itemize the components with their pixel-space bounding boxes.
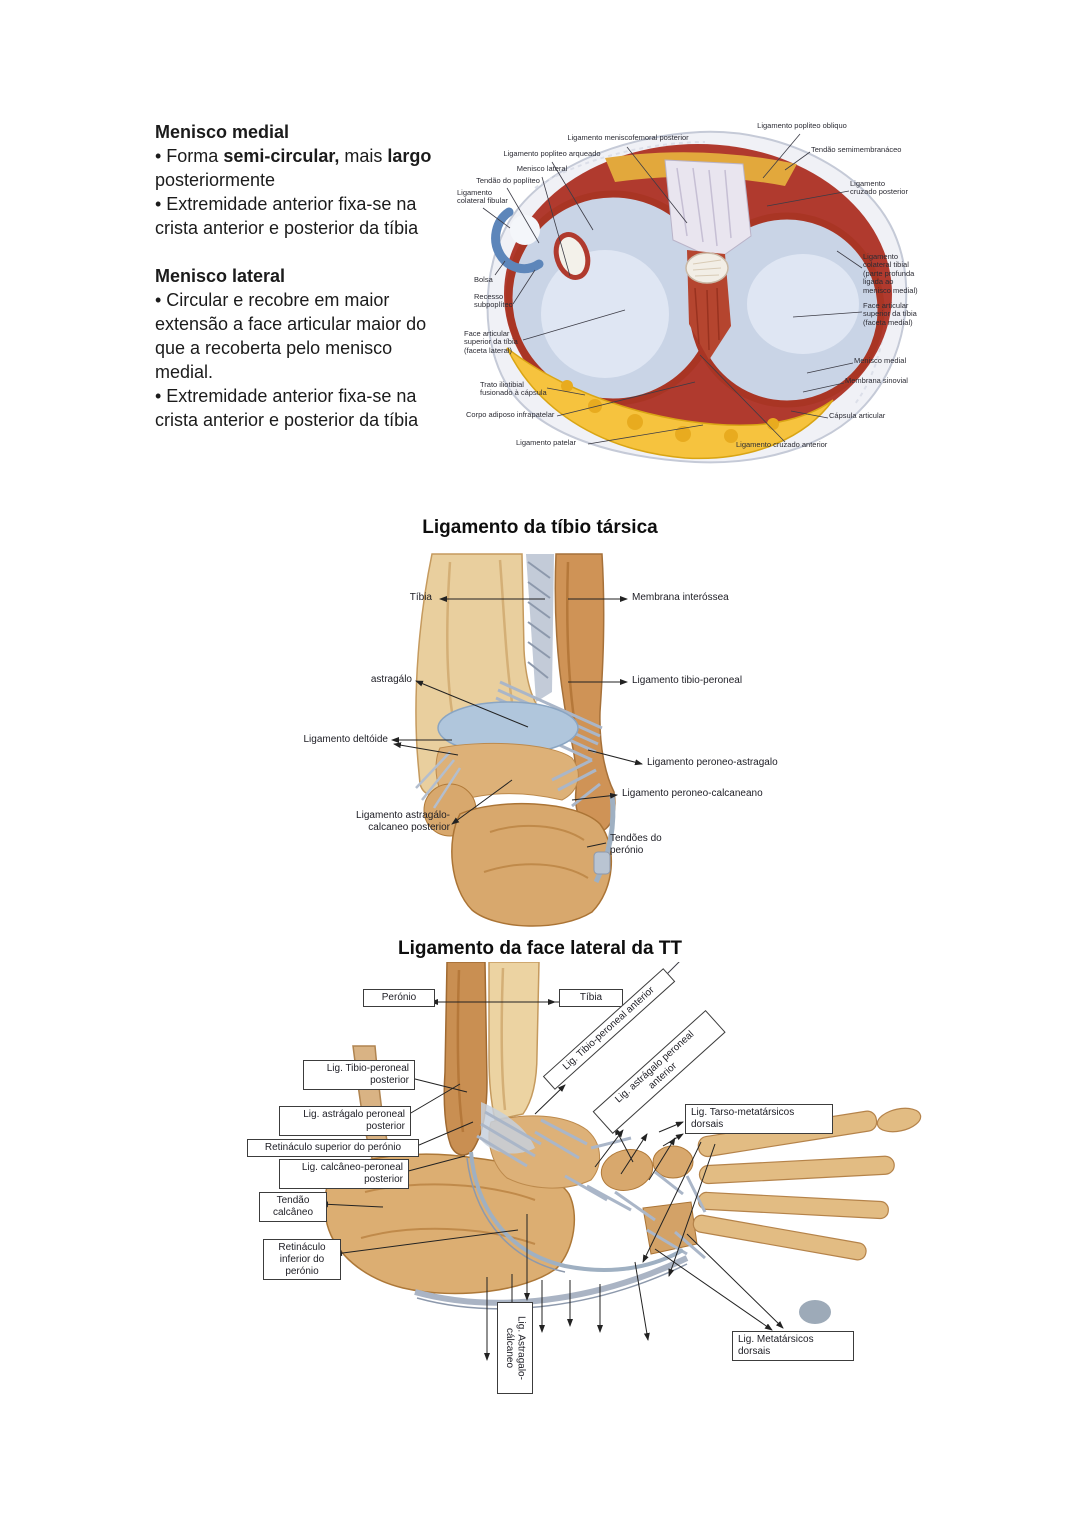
- fig-knee-label: Trato iliotibial fusionado à cápsula: [480, 380, 547, 398]
- foot-arrows: [320, 999, 784, 1361]
- fig-ankle-label: Ligamento peroneo-astragalo: [647, 757, 778, 768]
- knee-illustration: [482, 130, 908, 464]
- fig-foot-label: Retináculo inferior do perónio: [263, 1239, 341, 1281]
- fig-ankle-label: Tíbia: [409, 592, 432, 603]
- fig-ankle-label: astragálo: [370, 674, 412, 685]
- notes-bullet: • Circular e recobre em maior extensão a…: [155, 290, 427, 382]
- fig-foot-label: Retináculo superior do perónio: [247, 1139, 419, 1157]
- fig-knee-label: Ligamento colateral fibular: [457, 188, 508, 206]
- fig-ankle-label: Membrana interóssea: [632, 592, 729, 603]
- fig-knee-label: Recesso subpoplíteo: [474, 292, 513, 310]
- fig-foot-label: Lig. Metatársicos dorsais: [732, 1331, 854, 1361]
- notes-spacer: [155, 240, 455, 264]
- notes-bullet: • Forma semi-circular, mais largo poster…: [155, 146, 432, 190]
- fig-ankle-label: Ligamento deltóide: [303, 734, 388, 745]
- fig-foot-label: Lig. astrágalo peroneal posterior: [279, 1106, 411, 1136]
- ankle-arrows: [391, 596, 643, 848]
- notes-title-menisco-medial: Menisco medial: [155, 122, 290, 142]
- fig-ankle-label: Ligamento peroneo-calcaneano: [622, 788, 763, 799]
- fig-foot-label: Lig. Astragalo- cálcaneo: [497, 1302, 533, 1394]
- notes-bullet: • Extremidade anterior fixa-se na crista…: [155, 194, 419, 238]
- fig-foot-label: Lig. calcâneo-peroneal posterior: [279, 1159, 409, 1189]
- fig-foot-label: Lig. Tarso-metatársicos dorsais: [685, 1104, 833, 1134]
- fig-ankle-label: Ligamento astragálo- calcaneo posterior: [356, 810, 450, 833]
- notes-section: Menisco medial • Forma semi-circular, ma…: [155, 120, 455, 432]
- fig-knee-label: Tendão do poplíteo: [476, 176, 540, 185]
- foot-illustration: [320, 962, 922, 1361]
- knee-leader-lines: [482, 133, 863, 445]
- ankle-illustration: [391, 553, 643, 927]
- notes-title-menisco-lateral: Menisco lateral: [155, 266, 286, 286]
- fig-knee-label: Ligamento cruzado posterior: [850, 179, 908, 197]
- heading-lateral-tt: Ligamento da face lateral da TT: [397, 938, 683, 959]
- fig-knee-label: Ligamento patelar: [516, 438, 577, 447]
- notes-bullet: • Extremidade anterior fixa-se na crista…: [155, 386, 419, 430]
- fig-knee-label: Ligamento popliteo arqueado: [503, 149, 601, 158]
- fig-ankle-label: Ligamento tibio-peroneal: [632, 675, 743, 686]
- fig-knee-label: Tendão semimembranáceo: [811, 145, 902, 154]
- fig-knee-label: Ligamento popliteo obliquo: [757, 121, 847, 130]
- heading-tibiotarsal: Ligamento da tíbio társica: [422, 517, 658, 538]
- fig-knee-label: Bolsa: [474, 275, 493, 284]
- fig-knee-label: Corpo adiposo infrapatelar: [466, 410, 555, 419]
- fig-knee-label: Ligamento meniscofemoral posterior: [567, 133, 689, 142]
- fig-ankle-label: Tendões do perónio: [610, 833, 662, 856]
- fig-knee-label: Face articular superior da tíbia (faceta…: [464, 329, 518, 355]
- fig-knee-label: Cápsula articular: [829, 411, 886, 420]
- fig-knee-label: Ligamento colateral tibial (parte profun…: [863, 252, 918, 295]
- fig-foot-label: Tendão calcâneo: [259, 1192, 327, 1222]
- fig-knee-label: Ligamento cruzado anterior: [736, 440, 828, 449]
- fig-foot-label: Perónio: [363, 989, 435, 1007]
- fig-knee-label: Menisco lateral: [516, 164, 568, 173]
- fig-knee-label: Face articular superior da tíbia (faceta…: [863, 301, 917, 327]
- fig-knee-label: Menisco medial: [854, 356, 907, 365]
- fig-knee-label: Membrana sinovial: [845, 376, 908, 385]
- fig-foot-label: Lig. Tibio-peroneal posterior: [303, 1060, 415, 1090]
- fig-foot-label: Tíbia: [559, 989, 623, 1007]
